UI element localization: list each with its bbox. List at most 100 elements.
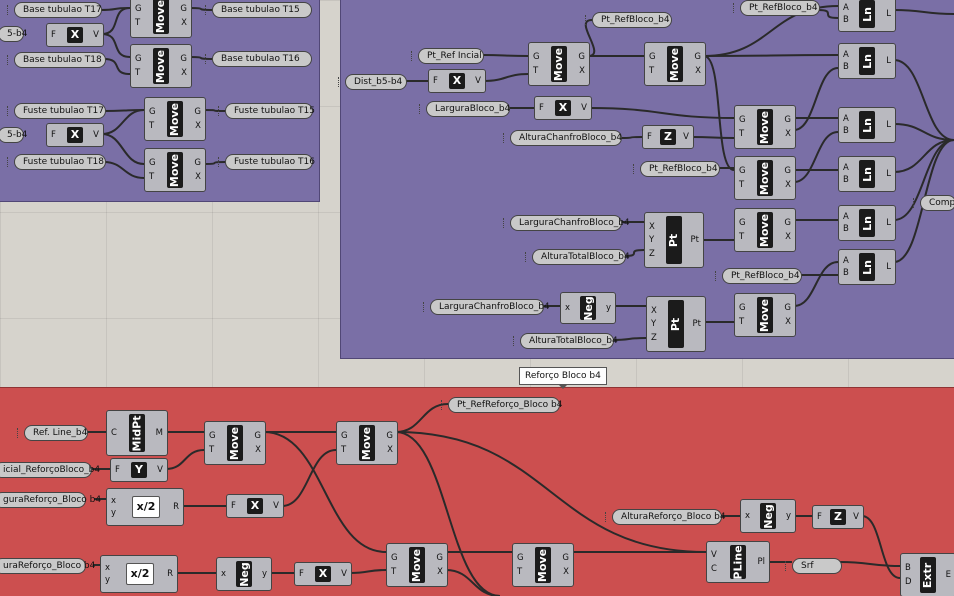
param-panel[interactable]: LarguraChanfroBloco_b4 [423, 299, 550, 315]
output-pin[interactable]: L [886, 56, 891, 66]
param-panel[interactable]: Base tubulao T17 [7, 2, 102, 18]
output-pin[interactable]: G [694, 52, 701, 62]
input-pin[interactable]: x [745, 511, 751, 521]
output-pin[interactable]: R [167, 569, 173, 579]
param-panel[interactable]: LarguraChanfroBloco_b4 [503, 215, 630, 231]
param-panel[interactable]: uraReforço_Bloco b4 [0, 558, 95, 574]
input-pin[interactable]: x [565, 303, 571, 313]
param-panel[interactable]: Base tubulao T15 [205, 2, 312, 18]
output-pin[interactable]: V [475, 76, 481, 86]
input-pin[interactable]: D [905, 577, 912, 587]
input-pin[interactable]: G [391, 553, 398, 563]
output-pin[interactable]: X [785, 180, 791, 190]
input-pin[interactable]: G [149, 107, 156, 117]
input-pin[interactable]: G [517, 553, 524, 563]
input-pin[interactable]: T [391, 567, 397, 577]
input-pin[interactable]: T [739, 129, 745, 139]
input-pin[interactable]: T [209, 445, 215, 455]
output-pin[interactable]: X [181, 68, 187, 78]
input-pin[interactable]: Z [651, 332, 657, 343]
output-pin[interactable]: y [605, 303, 611, 313]
input-pin[interactable]: x [105, 563, 111, 573]
param-panel[interactable]: Fuste tubulao T15 [218, 103, 315, 119]
param-panel[interactable]: guraReforço_Bloco b4 [0, 492, 101, 508]
param-panel[interactable]: Srf [785, 558, 842, 574]
output-pin[interactable]: X [195, 172, 201, 182]
output-pin[interactable]: X [579, 66, 585, 76]
input-pin[interactable]: A [843, 50, 849, 61]
input-pin[interactable]: F [51, 30, 56, 40]
param-panel[interactable]: Fuste tubulao T16 [218, 154, 315, 170]
output-pin[interactable]: G [254, 431, 261, 441]
output-pin[interactable]: M [155, 428, 163, 438]
output-pin[interactable]: L [886, 169, 891, 179]
param-panel[interactable]: Pt_Ref Incial [411, 48, 484, 64]
param-panel[interactable]: Pt_RefBloco_b4 [733, 0, 820, 16]
param-panel[interactable]: AlturaReforço_Bloco b4 [605, 509, 726, 525]
output-pin[interactable]: G [194, 158, 201, 168]
input-pin[interactable]: A [843, 163, 849, 174]
input-pin[interactable]: G [149, 158, 156, 168]
param-panel[interactable]: 5-b4 [0, 26, 27, 42]
output-pin[interactable]: V [853, 512, 859, 522]
output-pin[interactable]: X [387, 445, 393, 455]
input-pin[interactable]: G [209, 431, 216, 441]
output-pin[interactable]: E [945, 570, 951, 580]
input-pin[interactable]: T [149, 172, 155, 182]
output-pin[interactable]: G [784, 115, 791, 125]
input-pin[interactable]: B [905, 563, 911, 573]
input-pin[interactable]: X [651, 305, 657, 316]
param-panel[interactable]: AlturaTotalBloco_b4 [525, 249, 630, 265]
input-pin[interactable]: Y [651, 319, 657, 329]
input-pin[interactable]: F [647, 132, 652, 142]
param-panel[interactable]: Pt_RefBloco_b4 [633, 161, 720, 177]
param-panel[interactable]: AlturaTotalBloco_b4 [513, 333, 618, 349]
input-pin[interactable]: C [711, 563, 717, 574]
input-pin[interactable]: T [149, 121, 155, 131]
input-pin[interactable]: G [135, 4, 142, 14]
input-pin[interactable]: T [739, 180, 745, 190]
input-pin[interactable]: G [739, 303, 746, 313]
input-pin[interactable]: G [533, 52, 540, 62]
group-label-tab[interactable]: Reforço Bloco b4 [519, 367, 607, 389]
input-pin[interactable]: B [843, 174, 849, 185]
output-pin[interactable]: V [93, 30, 99, 40]
output-pin[interactable]: L [886, 218, 891, 228]
output-pin[interactable]: V [273, 501, 279, 511]
input-pin[interactable]: V [711, 550, 717, 561]
param-panel[interactable]: Ref. Line_b4 [17, 425, 88, 441]
input-pin[interactable]: T [739, 232, 745, 242]
input-pin[interactable]: B [843, 14, 849, 25]
output-pin[interactable]: Pt [692, 319, 701, 329]
input-pin[interactable]: y [111, 508, 117, 518]
output-pin[interactable]: X [785, 317, 791, 327]
output-pin[interactable]: G [784, 218, 791, 228]
output-pin[interactable]: y [261, 569, 267, 579]
output-pin[interactable]: V [581, 103, 587, 113]
input-pin[interactable]: Y [649, 235, 655, 245]
output-pin[interactable]: G [562, 553, 569, 563]
output-pin[interactable]: G [180, 54, 187, 64]
input-pin[interactable]: T [739, 317, 745, 327]
input-pin[interactable]: F [51, 130, 56, 140]
input-pin[interactable]: B [843, 223, 849, 234]
